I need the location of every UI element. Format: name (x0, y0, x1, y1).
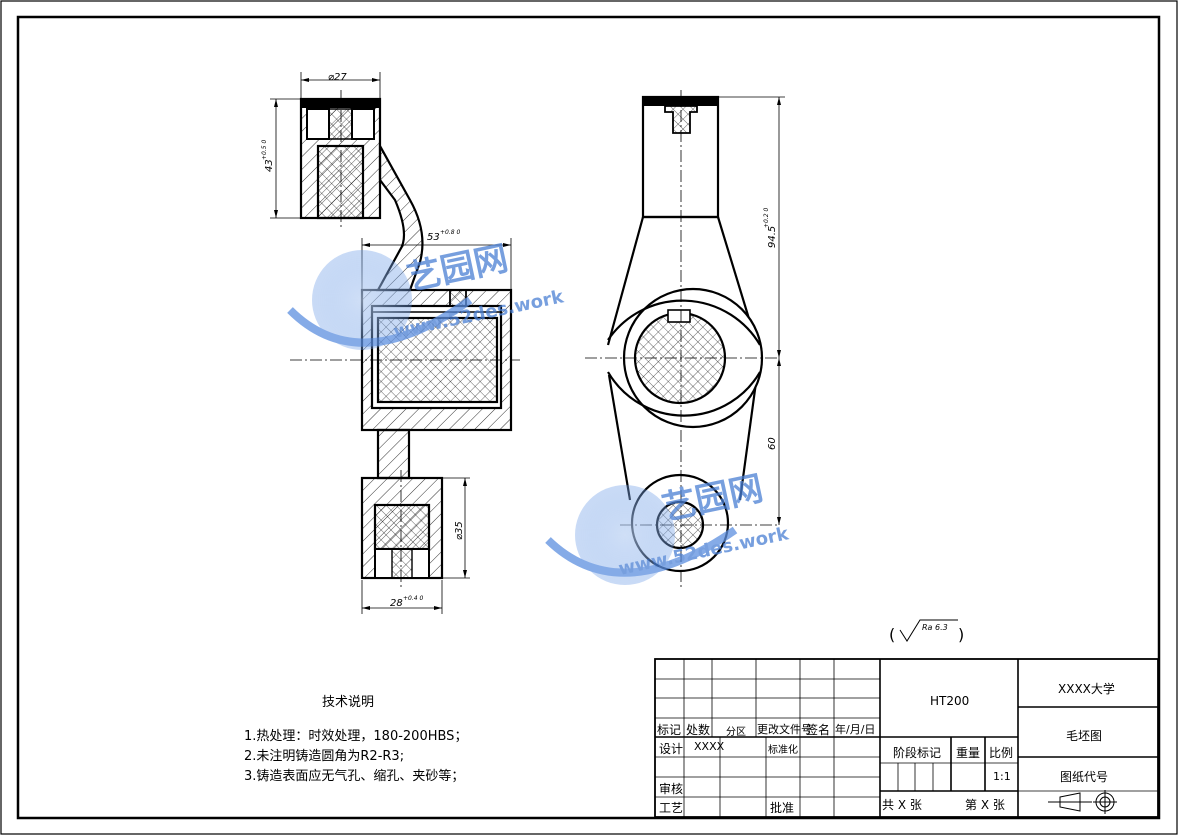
material: HT200 (930, 694, 970, 708)
dim-bottom-width: 28 (390, 598, 403, 609)
designer: XXXX (694, 740, 725, 753)
check-label: 审核 (659, 782, 684, 796)
standardize-label: 标准化 (768, 745, 798, 756)
rev-header-date: 年/月/日 (835, 723, 876, 736)
drawing-code: 图纸代号 (1060, 770, 1109, 784)
school-name: XXXX大学 (1058, 682, 1115, 696)
scale-label: 比例 (989, 746, 1014, 760)
dim-right-bottom-height: 60 (767, 437, 778, 450)
dim-bottom-width-tol: +0.4 0 (403, 595, 423, 602)
inner-frame (16, 15, 1161, 820)
notes-items: 1.热处理：时效处理，180-200HBS； 2.未注明铸造圆角为R2-R3; … (244, 727, 467, 787)
dim-right-top-height-tol: +0.2 0 (763, 208, 770, 228)
dim-left-height: 43 (264, 159, 275, 172)
rev-header-doc: 更改文件号 (757, 723, 812, 736)
sheet-number: 第 X 张 (965, 798, 1005, 812)
rev-header-count: 处数 (686, 723, 711, 737)
dim-bottom-dia: ⌀35 (454, 521, 465, 540)
rev-header-mark: 标记 (657, 723, 682, 737)
svg-text:): ) (958, 625, 964, 644)
roughness-symbol: ( Ra 6.3 ) (889, 619, 964, 644)
weight-label: 重量 (956, 746, 981, 760)
title-block-grid (654, 658, 1159, 818)
watermark-logo-1: 艺园网 www.52des.work (287, 238, 566, 350)
note-item: 1.热处理：时效处理，180-200HBS； (244, 729, 468, 744)
rev-header-zone: 分区 (726, 727, 746, 738)
section-view (290, 90, 520, 590)
design-label: 设计 (659, 742, 684, 756)
svg-text:(: ( (889, 625, 895, 644)
front-dimensions (719, 96, 785, 525)
stage-mark-label: 阶段标记 (893, 746, 942, 760)
dim-mid-width-tol: +0.8 0 (440, 229, 460, 236)
total-sheets: 共 X 张 (882, 798, 922, 812)
dim-right-top-height: 94.5 (767, 226, 778, 248)
dim-mid-width: 53 (427, 232, 440, 243)
rev-header-sign: 签名 (806, 723, 831, 737)
scale-value: 1:1 (993, 770, 1011, 783)
dim-left-height-tol: +0.5 0 (261, 140, 268, 160)
note-item: 3.铸造表面应无气孔、缩孔、夹砂等； (244, 769, 465, 784)
note-item: 2.未注明铸造圆角为R2-R3; (244, 749, 405, 764)
drawing-name: 毛坯图 (1066, 729, 1103, 743)
process-label: 工艺 (659, 801, 684, 815)
notes-title: 技术说明 (322, 695, 375, 710)
dim-top-width: ⌀27 (328, 72, 347, 83)
projection-symbol (1048, 790, 1117, 814)
approve-label: 批准 (770, 801, 795, 815)
roughness-value: Ra 6.3 (922, 623, 948, 632)
